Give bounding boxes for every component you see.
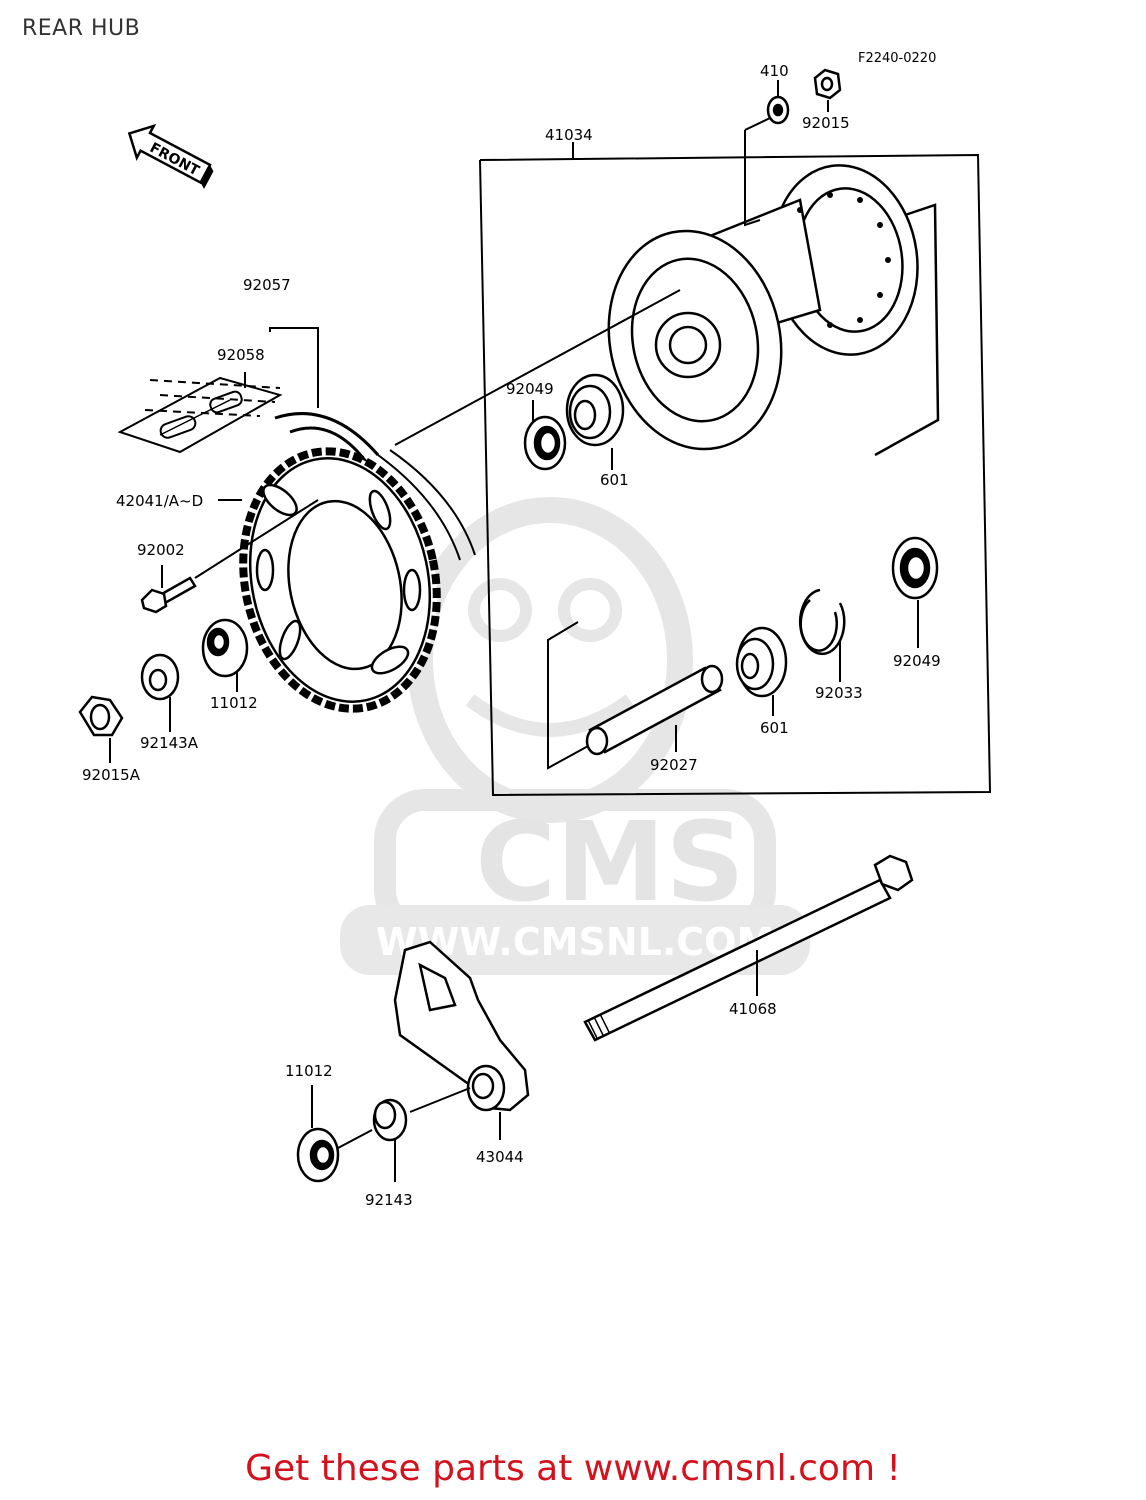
spacer-92027	[585, 664, 724, 756]
part-label-41068: 41068	[729, 1000, 777, 1018]
part-label-92057: 92057	[243, 276, 291, 294]
exploded-parts-diagram: CMS WWW.CMSNL.COM F2240-0220 FRONT	[78, 51, 992, 1209]
nut-92015A	[78, 695, 124, 737]
part-label-601-bottom: 601	[760, 719, 789, 737]
part-label-92033: 92033	[815, 684, 863, 702]
collar-92143A	[140, 653, 180, 701]
part-label-92015: 92015	[802, 114, 850, 132]
front-arrow-icon: FRONT	[127, 123, 214, 189]
part-label-92058: 92058	[217, 346, 265, 364]
collar-11012-top	[201, 618, 249, 678]
part-label-11012-top: 11012	[210, 694, 258, 712]
part-label-601-top: 601	[600, 471, 629, 489]
axle-41068	[583, 854, 914, 1042]
part-label-92002: 92002	[137, 541, 185, 559]
part-label-11012-bottom: 11012	[285, 1062, 333, 1080]
seal-92049-right	[891, 536, 939, 600]
watermark: CMS WWW.CMSNL.COM	[340, 497, 810, 975]
inner-frame-lines	[547, 621, 591, 770]
bearing-601-bottom	[735, 626, 788, 698]
part-label-92049-top: 92049	[506, 380, 554, 398]
part-label-92027: 92027	[650, 756, 698, 774]
page-title: REAR HUB	[22, 16, 141, 41]
bracket-43044	[393, 940, 530, 1112]
leader-410	[744, 130, 761, 227]
nut-92015	[813, 68, 842, 100]
part-label-42041: 42041/A~D	[116, 492, 203, 510]
part-label-41034: 41034	[545, 126, 593, 144]
footer-promo-link[interactable]: Get these parts at www.cmsnl.com !	[245, 1448, 901, 1489]
leader-hub-sprocket	[394, 289, 681, 446]
collar-11012-bottom	[296, 1127, 340, 1183]
rear-hub	[607, 164, 940, 457]
part-label-410: 410	[760, 62, 789, 80]
seal-92049-top	[523, 415, 567, 471]
part-label-92049-right: 92049	[893, 652, 941, 670]
part-label-92143: 92143	[365, 1191, 413, 1209]
circlip-92033	[798, 588, 846, 656]
hub-assembly-frame	[479, 142, 992, 797]
washer-410	[766, 95, 790, 125]
bearing-601-top	[565, 373, 625, 447]
part-label-92143A: 92143A	[140, 734, 199, 752]
collar-92143	[372, 1098, 408, 1142]
figure-code: F2240-0220	[858, 51, 936, 66]
bolt-92002	[140, 576, 197, 614]
chain-92057	[117, 327, 476, 561]
watermark-brand: CMS	[475, 798, 744, 926]
part-label-92015A: 92015A	[82, 766, 141, 784]
part-label-43044: 43044	[476, 1148, 524, 1166]
